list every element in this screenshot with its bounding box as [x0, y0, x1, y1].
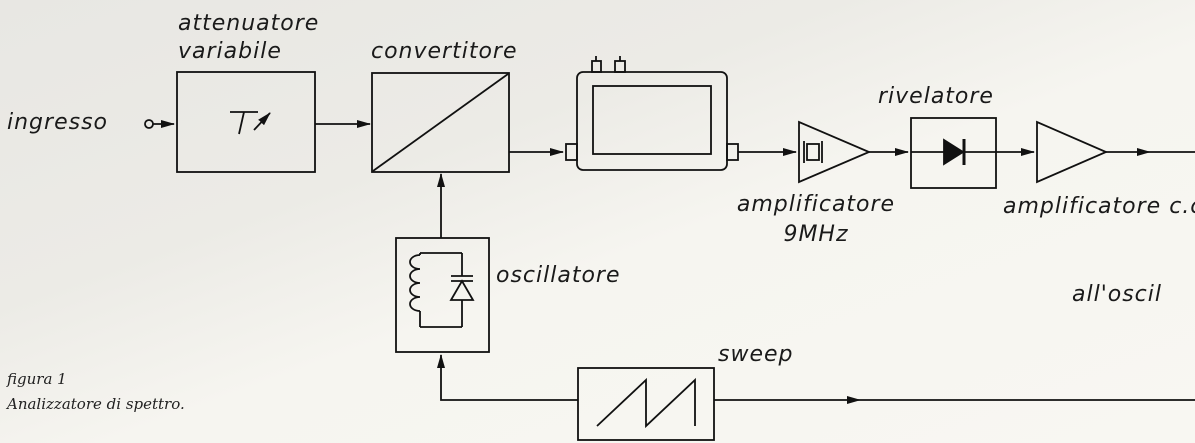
attenuator-label-line2: variabile	[178, 39, 282, 64]
amplifier-9mhz	[798, 120, 872, 184]
sweep-to-oscillator-line	[437, 354, 578, 401]
attenuator-label: attenuatore variabile	[178, 10, 319, 66]
to-oscilloscope-label: all'oscil	[1072, 282, 1162, 307]
attenuator-label-line1: attenuatore	[178, 11, 320, 36]
converter-box	[371, 72, 510, 173]
variable-attenuator-icon	[230, 111, 271, 135]
converter-label: convertitore	[371, 39, 518, 64]
lc-tank-varicap-icon	[409, 252, 475, 328]
figure-caption-number: figura 1	[7, 370, 67, 388]
mixer-diagonal-icon	[372, 73, 509, 172]
detector-label: rivelatore	[878, 84, 994, 109]
crystal-filter-icon	[565, 56, 739, 171]
sweep-box	[577, 367, 715, 441]
input-label: ingresso	[7, 110, 108, 135]
amplifier-9mhz-label: amplificatore 9MHz	[730, 190, 902, 250]
attenuator-box	[176, 71, 316, 173]
detector-box	[910, 117, 997, 189]
amplifier-9mhz-label-line1: amplificatore	[736, 192, 896, 217]
amplifier-cc-label: amplificatore c.c	[1003, 194, 1195, 219]
sawtooth-wave-icon	[596, 377, 696, 429]
amplifier-9mhz-label-line2: 9MHz	[783, 222, 849, 247]
diode-icon	[911, 138, 996, 166]
input-terminal	[144, 119, 154, 129]
oscillator-box	[395, 237, 490, 353]
figure-caption-text: Analizzatore di spettro.	[7, 395, 185, 413]
amplifier-dc	[1036, 120, 1109, 184]
sweep-label: sweep	[718, 342, 794, 367]
oscillator-label: oscillatore	[496, 263, 621, 288]
